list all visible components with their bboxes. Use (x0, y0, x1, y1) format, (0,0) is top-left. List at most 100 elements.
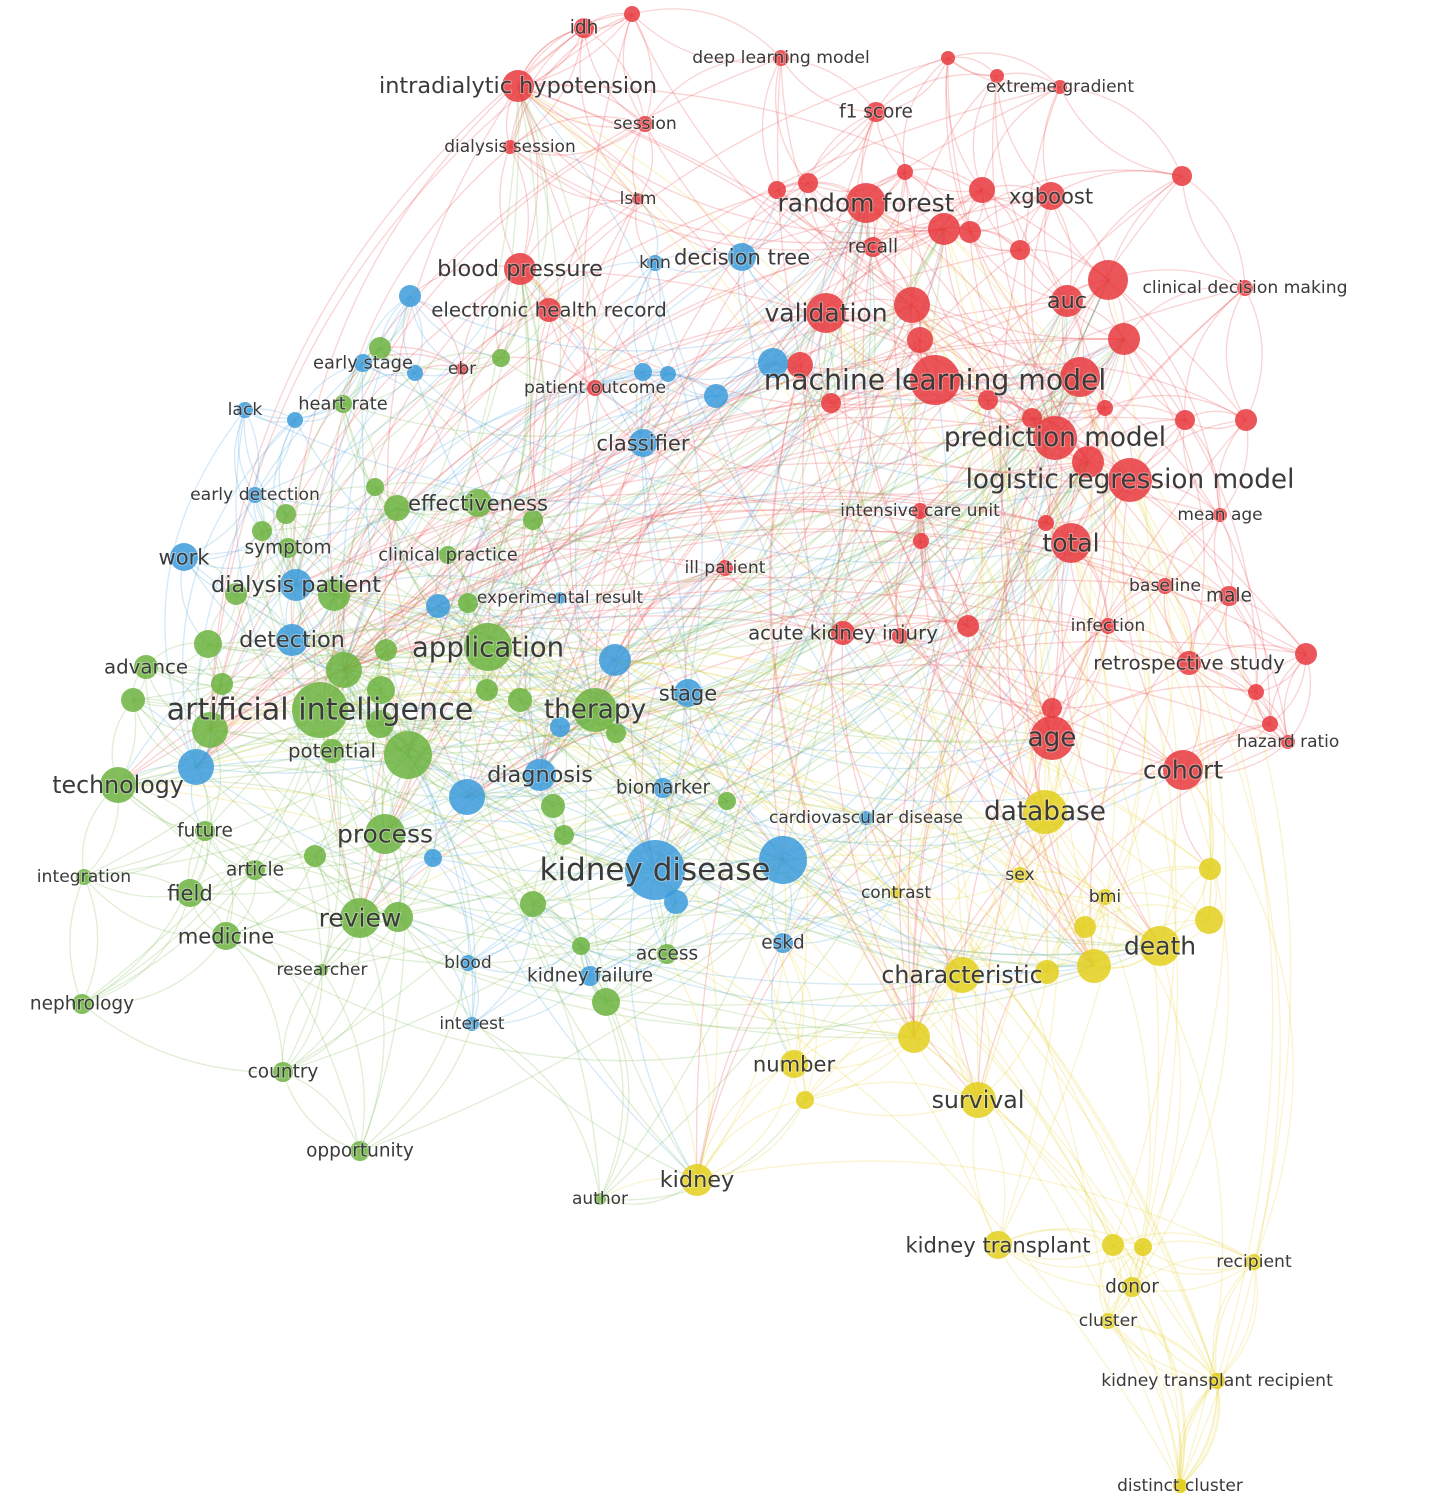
node-potential[interactable] (320, 739, 344, 763)
node[interactable] (1022, 408, 1042, 428)
node-cardiovascular-disease[interactable] (859, 811, 873, 825)
node[interactable] (1042, 698, 1062, 718)
node-label[interactable]: symptom (244, 537, 333, 560)
node[interactable] (664, 890, 688, 914)
node[interactable] (523, 510, 543, 530)
node-researcher[interactable] (316, 964, 328, 976)
node-author[interactable] (594, 1193, 606, 1205)
node[interactable] (1134, 1238, 1152, 1256)
node-application[interactable] (464, 623, 512, 671)
node[interactable] (1038, 515, 1054, 531)
node-logistic-regression-model[interactable] (1108, 458, 1152, 502)
node-label[interactable]: machine learning model (763, 363, 1108, 398)
node-field[interactable] (176, 879, 204, 907)
node-label[interactable]: cohort (1142, 755, 1224, 786)
node[interactable] (704, 384, 728, 408)
node[interactable] (1108, 323, 1140, 355)
node-label[interactable]: work (157, 544, 211, 571)
node[interactable] (894, 287, 930, 323)
node-acute-kidney-injury[interactable] (831, 621, 855, 645)
node[interactable] (1010, 240, 1030, 260)
node[interactable] (375, 639, 397, 661)
node-knn[interactable] (647, 255, 663, 271)
node-label[interactable]: eskd (760, 932, 805, 955)
node-characteristic[interactable] (944, 957, 980, 993)
node[interactable] (1262, 716, 1278, 732)
node-label[interactable]: survival (931, 1085, 1026, 1115)
node-effectiveness[interactable] (464, 489, 492, 517)
node-label[interactable]: process (336, 819, 434, 850)
node-therapy[interactable] (573, 688, 617, 732)
node-label[interactable]: male (1205, 585, 1253, 608)
node[interactable] (1077, 949, 1111, 983)
node-label[interactable]: opportunity (305, 1140, 415, 1163)
node-label[interactable]: database (983, 796, 1107, 828)
node-label[interactable]: kidney (659, 1166, 736, 1194)
node-cluster[interactable] (1100, 1313, 1116, 1329)
node-label[interactable]: deep learning model (691, 47, 871, 69)
node-label[interactable]: patient outcome (523, 377, 667, 399)
node-blood[interactable] (460, 955, 476, 971)
node-label[interactable]: cardiovascular disease (768, 807, 964, 829)
node-label[interactable]: session (612, 113, 678, 135)
node[interactable] (121, 688, 145, 712)
node-label[interactable]: bmi (1088, 886, 1122, 908)
node[interactable] (520, 891, 546, 917)
node-label[interactable]: baseline (1128, 575, 1202, 597)
node-eskd[interactable] (773, 933, 793, 953)
node[interactable] (318, 579, 350, 611)
node-label[interactable]: xgboost (1008, 183, 1094, 210)
node-medicine[interactable] (212, 922, 240, 950)
node-label[interactable]: mean age (1176, 504, 1263, 526)
node[interactable] (969, 177, 995, 203)
node-label[interactable]: access (635, 943, 699, 966)
node[interactable] (178, 749, 214, 785)
node-death[interactable] (1140, 926, 1180, 966)
node-decision-tree[interactable] (728, 243, 756, 271)
node-symptom[interactable] (278, 538, 298, 558)
node-label[interactable]: interest (438, 1013, 506, 1035)
node[interactable] (449, 779, 485, 815)
node-label[interactable]: ill patient (684, 557, 767, 579)
node-label[interactable]: author (571, 1188, 629, 1210)
node-label[interactable]: biomarker (615, 777, 712, 800)
node-label[interactable]: recipient (1215, 1251, 1293, 1273)
node-label[interactable]: stage (658, 680, 719, 707)
node[interactable] (384, 731, 432, 779)
node[interactable] (424, 849, 442, 867)
node[interactable] (634, 363, 652, 381)
node-idh[interactable] (574, 18, 594, 38)
node-donor[interactable] (1122, 1277, 1142, 1297)
node-label[interactable]: decision tree (673, 244, 811, 271)
node-detection[interactable] (276, 624, 308, 656)
node-machine-learning-model[interactable] (910, 355, 960, 405)
node[interactable] (383, 902, 413, 932)
node[interactable] (326, 652, 362, 688)
node[interactable] (759, 836, 807, 884)
node-label[interactable]: heart rate (297, 393, 388, 416)
node[interactable] (892, 628, 908, 644)
node-label[interactable]: donor (1104, 1276, 1160, 1299)
node-label[interactable]: age (1027, 722, 1078, 754)
node-opportunity[interactable] (350, 1141, 370, 1161)
node-contrast[interactable] (890, 887, 902, 899)
node[interactable] (1209, 1373, 1225, 1389)
node-ill-patient[interactable] (717, 560, 733, 576)
node[interactable] (1088, 260, 1128, 300)
node-kidney[interactable] (681, 1164, 713, 1196)
node-label[interactable]: advance (103, 655, 189, 680)
node-label[interactable]: review (318, 903, 403, 934)
node[interactable] (787, 352, 813, 378)
node-article[interactable] (245, 860, 265, 880)
node-label[interactable]: total (1041, 528, 1100, 559)
node-label[interactable]: early stage (312, 352, 414, 375)
node[interactable] (192, 712, 228, 748)
node-mean-age[interactable] (1213, 508, 1227, 522)
node-sex[interactable] (1012, 867, 1028, 883)
node[interactable] (366, 478, 384, 496)
node[interactable] (978, 390, 998, 410)
node-number[interactable] (780, 1050, 808, 1078)
node[interactable] (304, 845, 326, 867)
node-nephrology[interactable] (72, 994, 92, 1014)
node-bmi[interactable] (1097, 889, 1113, 905)
